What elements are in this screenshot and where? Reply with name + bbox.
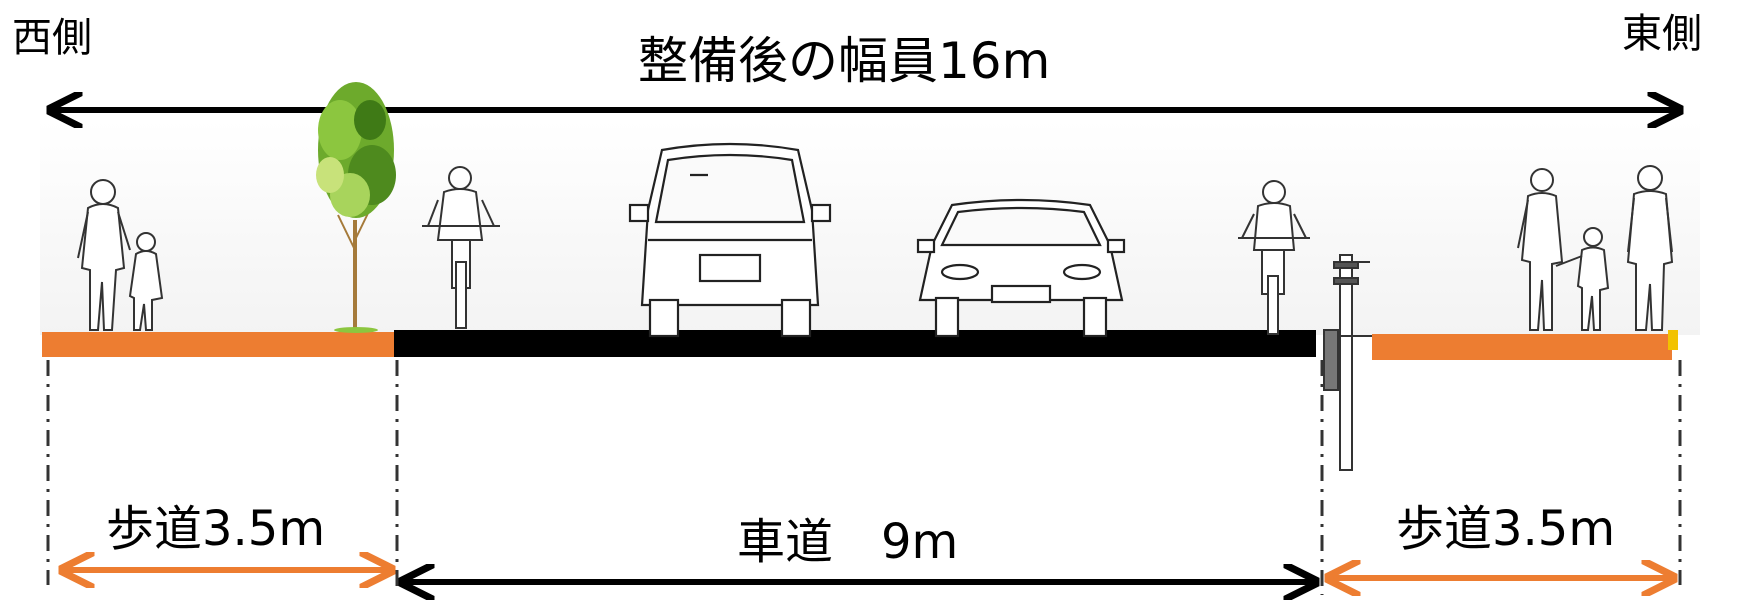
total-width-title: 整備後の幅員16m [638,32,1051,90]
east-sidewalk-label: 歩道3.5m [1396,501,1616,557]
utility-pole-icon [1323,254,1372,471]
east-side-label: 東側 [1622,11,1702,57]
west-side-label: 西側 [12,15,92,61]
cyclist-icon [422,166,500,329]
cyclist-icon-east [1238,180,1310,335]
family-pedestrians-icon [1517,165,1674,331]
roadway-label: 車道 9m [737,514,959,570]
east-sidewalk-surface [1372,334,1672,360]
west-sidewalk-label: 歩道3.5m [106,501,326,557]
van-icon [628,142,832,338]
scene-background [40,120,1700,335]
tree-icon [316,82,396,333]
roadway-surface [394,330,1316,357]
west-sidewalk-surface [42,332,394,357]
east-curb-mark [1668,330,1678,350]
sedan-icon [916,198,1126,338]
pedestrian-mother-child-icon [77,179,164,331]
boundary-lines [46,360,1682,595]
